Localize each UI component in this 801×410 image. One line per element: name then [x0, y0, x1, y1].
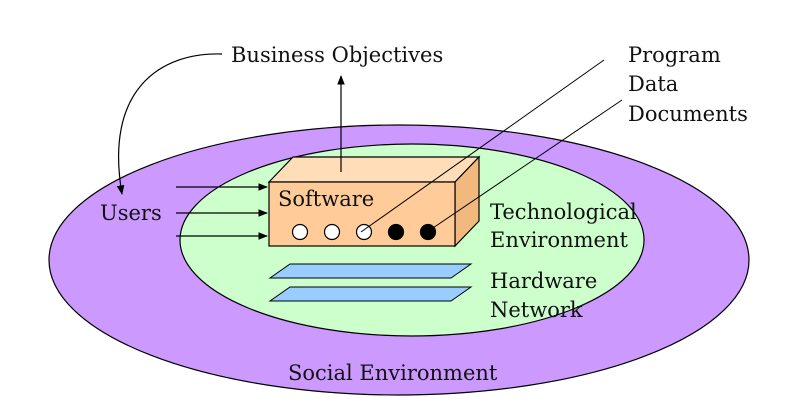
software-ports [291, 223, 437, 241]
software-port-3 [355, 223, 373, 241]
objectives-to-users-arrow [116, 53, 223, 195]
business-objectives-label: Business Objectives [231, 43, 443, 67]
network-label: Network [490, 298, 583, 322]
social-environment-label: Social Environment [288, 361, 498, 385]
program-label: Program [628, 43, 721, 67]
hardware-layer [268, 263, 473, 279]
software-box-top [267, 156, 481, 183]
data-label: Data [628, 72, 678, 96]
software-port-1 [291, 223, 309, 241]
software-port-5 [419, 223, 437, 241]
software-label: Software [278, 187, 374, 211]
documents-label: Documents [628, 102, 748, 126]
network-layer [268, 286, 473, 302]
software-port-4 [387, 223, 405, 241]
users-label: Users [100, 201, 162, 225]
documents-connector [426, 99, 623, 233]
technological-label-line2: Environment [490, 228, 629, 252]
hardware-label: Hardware [490, 269, 597, 293]
software-port-2 [323, 223, 341, 241]
program-connector [360, 59, 605, 233]
technological-label-line1: Technological [490, 200, 637, 224]
